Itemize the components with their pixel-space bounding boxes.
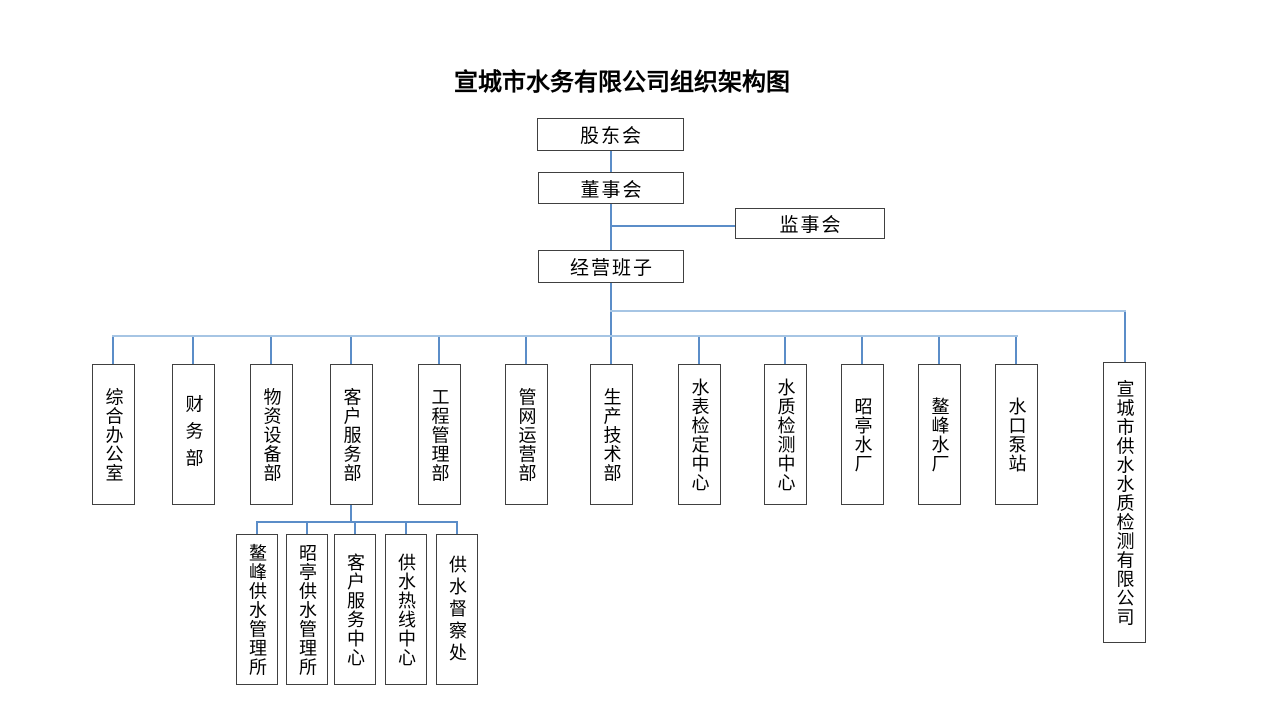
- org-box-shareholders: 股东会: [537, 118, 684, 151]
- sub-label-aofeng-water-supply-office: 鳌峰供水管理所: [247, 543, 267, 676]
- connector-stub-pipeline-operations: [525, 337, 527, 364]
- dept-box-water-quality-testing-company: 宣城市供水水质检测有限公司: [1103, 362, 1146, 643]
- dept-box-finance: 财务部: [172, 364, 215, 505]
- dept-label-water-quality-testing-company: 宣城市供水水质检测有限公司: [1114, 379, 1135, 626]
- connector-stub-general-office: [112, 337, 114, 364]
- dept-label-pipeline-operations: 管网运营部: [516, 387, 537, 482]
- org-box-board-of-directors: 董事会: [538, 172, 684, 204]
- dept-label-materials-equipment: 物资设备部: [261, 387, 282, 482]
- connector-stub-service-center: [354, 523, 356, 534]
- connector-drop-company: [1124, 312, 1126, 363]
- dept-box-engineering-management: 工程管理部: [418, 364, 461, 505]
- sub-box-water-hotline-center: 供水热线中心: [385, 534, 427, 685]
- org-box-management-label: 经营班子: [569, 258, 654, 279]
- dept-label-zhaoting-water-plant: 昭亭水厂: [852, 396, 873, 473]
- connector-branch-right-company: [610, 310, 1126, 312]
- org-box-shareholders-label: 股东会: [579, 126, 643, 147]
- connector-board-management: [610, 204, 612, 250]
- sub-box-zhaoting-water-supply-office: 昭亭供水管理所: [286, 534, 328, 685]
- connector-stub-production-technology: [610, 337, 612, 364]
- dept-label-shuikou-pump-station: 水口泵站: [1006, 396, 1027, 473]
- dept-box-shuikou-pump-station: 水口泵站: [995, 364, 1038, 505]
- dept-box-production-technology: 生产技术部: [590, 364, 633, 505]
- connector-stub-zhaoting-plant: [861, 337, 863, 364]
- connector-stub-aofeng-office: [256, 523, 258, 534]
- dept-box-materials-equipment: 物资设备部: [250, 364, 293, 505]
- connector-stub-materials-equipment: [270, 337, 272, 364]
- dept-label-meter-verification-center: 水表检定中心: [689, 377, 710, 492]
- sub-label-water-supervision-office: 供水督察处: [447, 554, 467, 665]
- dept-label-production-technology: 生产技术部: [601, 387, 622, 482]
- connector-stub-meter-verification: [698, 337, 700, 364]
- dept-box-customer-service: 客户服务部: [330, 364, 373, 505]
- connector-stub-shuikou-pump: [1015, 337, 1017, 364]
- dept-box-quality-testing-center: 水质检测中心: [764, 364, 807, 505]
- connector-stub-hotline-center: [405, 523, 407, 534]
- connector-stub-engineering: [438, 337, 440, 364]
- sub-label-customer-service-center: 客户服务中心: [345, 552, 365, 667]
- connector-stub-supervision-office: [456, 523, 458, 534]
- dept-label-customer-service: 客户服务部: [341, 387, 362, 482]
- connector-stub-zhaoting-office: [306, 523, 308, 534]
- dept-box-zhaoting-water-plant: 昭亭水厂: [841, 364, 884, 505]
- sub-box-customer-service-center: 客户服务中心: [334, 534, 376, 685]
- dept-box-meter-verification-center: 水表检定中心: [678, 364, 721, 505]
- dept-label-engineering-management: 工程管理部: [429, 387, 450, 482]
- connector-department-bus: [112, 335, 1018, 337]
- connector-supervisory-branch: [611, 225, 735, 227]
- page-title: 宣城市水务有限公司组织架构图: [454, 70, 790, 96]
- sub-label-water-hotline-center: 供水热线中心: [396, 552, 416, 667]
- sub-box-water-supervision-office: 供水督察处: [436, 534, 478, 685]
- connector-stub-customer-service: [350, 337, 352, 364]
- sub-box-aofeng-water-supply-office: 鳌峰供水管理所: [236, 534, 278, 685]
- dept-label-finance: 财务部: [183, 394, 204, 475]
- connector-stub-quality-testing-center: [784, 337, 786, 364]
- connector-customer-service-down: [350, 505, 352, 523]
- dept-label-general-office: 综合办公室: [103, 387, 124, 482]
- connector-shareholders-board: [610, 151, 612, 172]
- org-box-management-team: 经营班子: [538, 250, 684, 283]
- connector-stub-aofeng-plant: [938, 337, 940, 364]
- dept-label-quality-testing-center: 水质检测中心: [775, 377, 796, 492]
- org-box-supervisory-board: 监事会: [735, 208, 885, 239]
- connector-stub-finance: [192, 337, 194, 364]
- dept-label-aofeng-water-plant: 鳌峰水厂: [929, 396, 950, 473]
- dept-box-general-office: 综合办公室: [92, 364, 135, 505]
- sub-label-zhaoting-water-supply-office: 昭亭供水管理所: [297, 543, 317, 676]
- dept-box-pipeline-operations: 管网运营部: [505, 364, 548, 505]
- org-box-board-label: 董事会: [580, 179, 644, 201]
- org-box-supervisory-label: 监事会: [779, 215, 843, 236]
- dept-box-aofeng-water-plant: 鳌峰水厂: [918, 364, 961, 505]
- connector-subunit-bus: [256, 521, 458, 523]
